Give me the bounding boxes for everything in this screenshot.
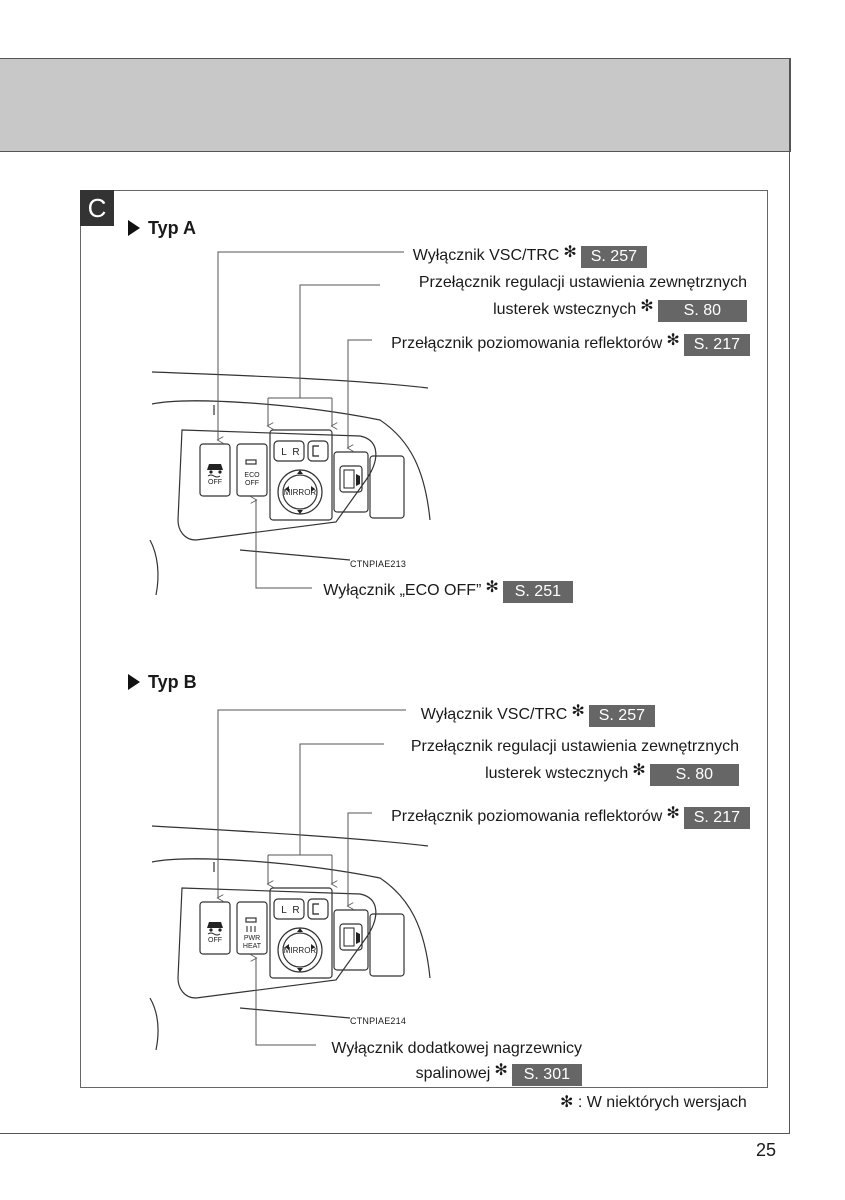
triangle-bullet-icon (128, 220, 140, 236)
header-band (0, 58, 791, 152)
callout-a-mirror-line1: Przełącznik regulacji ustawienia zewnętr… (418, 274, 747, 291)
off-label: OFF (208, 479, 222, 486)
asterisk-mark: ✻ (571, 703, 585, 720)
callout-a-vsc: Wyłącznik VSC/TRC✻S. 257 (413, 242, 647, 268)
panel-icons-b (207, 903, 360, 972)
pwr-label-1: PWR (244, 935, 260, 942)
type-a-heading: Typ A (128, 218, 196, 239)
callout-b-mirror: Przełącznik regulacji ustawienia zewnętr… (411, 736, 739, 786)
page-ref-badge[interactable]: S. 217 (683, 334, 750, 356)
mirror-r-label: R (292, 905, 299, 916)
callout-b-mirror-line2: lusterek wstecznych (485, 765, 629, 782)
callout-b-heater-line2: spalinowej (415, 1065, 491, 1082)
section-badge: C (80, 190, 114, 226)
image-code-b: CTNPIAE214 (350, 1016, 407, 1026)
page-ref-badge[interactable]: S. 217 (683, 807, 750, 829)
callout-a-eco-text: Wyłącznik „ECO OFF” (323, 582, 482, 599)
asterisk-mark: ✻ (485, 579, 499, 596)
image-code-a: CTNPIAE213 (350, 559, 407, 569)
eco-label-2: OFF (245, 480, 259, 487)
type-a-heading-text: Typ A (148, 218, 196, 238)
asterisk-mark: ✻ (560, 1094, 574, 1111)
right-margin-rule (789, 58, 790, 1134)
callout-a-mirror: Przełącznik regulacji ustawienia zewnętr… (419, 272, 747, 322)
eco-label-1: ECO (244, 472, 260, 479)
mirror-r-label: R (292, 447, 299, 458)
footnote: ✻ : W niektórych wersjach (560, 1092, 747, 1112)
callout-b-leveling: Przełącznik poziomowania reflektorów✻S. … (391, 803, 750, 829)
callout-b-vsc: Wyłącznik VSC/TRC✻S. 257 (421, 701, 655, 727)
triangle-bullet-icon (128, 674, 140, 690)
asterisk-mark: ✻ (632, 762, 646, 779)
panel-illustration-a (149, 371, 431, 596)
panel-labels-a: OFF ECO OFF L R MIRROR (208, 447, 316, 497)
page-ref-badge[interactable]: S. 251 (502, 581, 573, 603)
asterisk-mark: ✻ (494, 1062, 508, 1079)
leader-lines-b (218, 709, 406, 1046)
content-frame (80, 190, 768, 1088)
footnote-text: : W niektórych wersjach (577, 1094, 747, 1111)
asterisk-mark: ✻ (563, 244, 577, 261)
panel-icons-a (207, 445, 360, 514)
callout-a-vsc-text: Wyłącznik VSC/TRC (412, 247, 560, 264)
callout-b-leveling-text: Przełącznik poziomowania reflektorów (391, 808, 663, 825)
callout-b-mirror-line1: Przełącznik regulacji ustawienia zewnętr… (410, 738, 739, 755)
panel-illustration-b (149, 825, 431, 1051)
asterisk-mark: ✻ (666, 805, 680, 822)
bottom-rule (0, 1133, 790, 1134)
panel-labels-b: OFF PWR HEAT L R MIRROR (208, 905, 316, 955)
page-ref-badge[interactable]: S. 257 (580, 246, 647, 268)
type-b-heading: Typ B (128, 672, 197, 693)
off-label: OFF (208, 937, 222, 944)
asterisk-mark: ✻ (640, 298, 654, 315)
callout-b-vsc-text: Wyłącznik VSC/TRC (420, 706, 568, 723)
callout-a-eco: Wyłącznik „ECO OFF”✻S. 251 (323, 577, 573, 603)
mirror-label: MIRROR (284, 488, 317, 497)
pwr-label-2: HEAT (243, 943, 262, 950)
mirror-l-label: L (281, 447, 287, 458)
asterisk-mark: ✻ (666, 332, 680, 349)
leader-lines-a (218, 251, 404, 589)
callout-b-heater: Wyłącznik dodatkowej nagrzewnicy spalino… (331, 1038, 582, 1086)
page-ref-badge[interactable]: S. 80 (657, 300, 747, 322)
type-b-heading-text: Typ B (148, 672, 197, 692)
callout-a-leveling: Przełącznik poziomowania reflektorów✻S. … (391, 330, 750, 356)
page-ref-badge[interactable]: S. 257 (588, 705, 655, 727)
page-number: 25 (756, 1140, 777, 1160)
mirror-label: MIRROR (284, 946, 317, 955)
callout-a-leveling-text: Przełącznik poziomowania reflektorów (391, 335, 663, 352)
page-ref-badge[interactable]: S. 301 (511, 1064, 582, 1086)
mirror-l-label: L (281, 905, 287, 916)
callout-b-heater-line1: Wyłącznik dodatkowej nagrzewnicy (331, 1040, 582, 1057)
page-ref-badge[interactable]: S. 80 (649, 764, 739, 786)
callout-a-mirror-line2: lusterek wstecznych (493, 301, 637, 318)
